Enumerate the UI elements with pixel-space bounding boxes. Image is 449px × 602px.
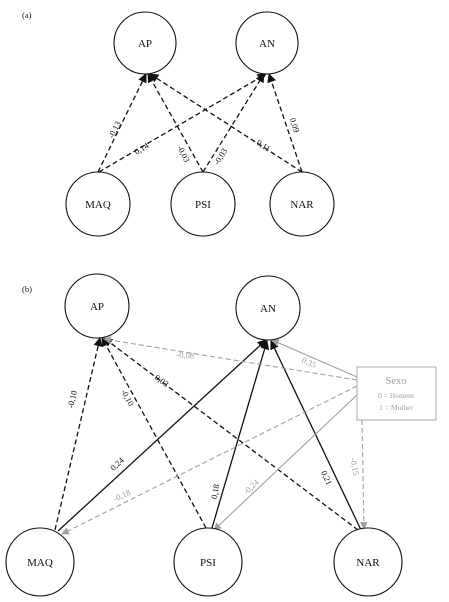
panel-b-node-maq-label: MAQ bbox=[27, 557, 53, 569]
panel-b-node-an-circle bbox=[235, 275, 301, 341]
panel-a-node-ap: AP bbox=[113, 11, 177, 75]
panel-a-node-psi: PSI bbox=[170, 171, 236, 237]
panel-a-path-psi-to-an bbox=[202, 73, 265, 173]
panel-a-path-maq-to-ap bbox=[97, 73, 147, 173]
panel-a-node-nar-label: NAR bbox=[290, 199, 314, 211]
panel-b-coef-sexo-to-nar: -0,15 bbox=[348, 457, 361, 476]
panel-b-node-maq-circle bbox=[5, 527, 75, 597]
panel-a-coef-psi-to-an: -0,03 bbox=[212, 146, 230, 166]
panel-b-coef-psi-to-ap: -0,10 bbox=[119, 387, 136, 407]
sexo-title: Sexo bbox=[386, 376, 407, 387]
sexo-line-mulher: 1 = Mulher bbox=[379, 403, 413, 412]
panel-b-coef-maq-to-an: 0,24 bbox=[108, 455, 126, 473]
panel-a-node-an: AN bbox=[235, 11, 299, 75]
panel-b-node-an: AN bbox=[235, 275, 301, 341]
panel-b-coef-sexo-to-psi: -0,24 bbox=[241, 477, 261, 497]
panel-a: (a) AP AN MAQ PSI NAR bbox=[22, 10, 335, 237]
panel-a-coef-nar-to-an: 0,09 bbox=[288, 116, 302, 133]
panel-b-path-maq-to-an bbox=[57, 339, 267, 532]
panel-a-node-maq: MAQ bbox=[65, 171, 131, 237]
panel-a-coef-psi-to-ap: -0,03 bbox=[175, 143, 192, 163]
panel-a-node-an-circle bbox=[235, 11, 299, 75]
panel-b: (b) AP AN MAQ PSI NAR Sexo 0 = Homem 1 =… bbox=[5, 273, 437, 597]
panel-b-coef-nar-to-an: 0,21 bbox=[319, 469, 334, 487]
panel-b-path-sexo-to-maq bbox=[61, 385, 358, 535]
panel-a-node-ap-label: AP bbox=[138, 38, 152, 50]
panel-b-path-sexo-to-nar bbox=[360, 419, 368, 530]
panel-a-node-nar-circle bbox=[269, 171, 335, 237]
panel-b-node-nar-circle bbox=[333, 527, 403, 597]
coefficient-labels-layer: -0,130,14-0,03-0,030,110,09-0,100,24-0,1… bbox=[65, 116, 361, 503]
panel-a-node-psi-label: PSI bbox=[195, 199, 211, 211]
panel-b-path-maq-to-ap bbox=[54, 337, 103, 531]
panel-b-node-ap: AP bbox=[64, 273, 130, 339]
panel-b-node-nar-label: NAR bbox=[356, 557, 380, 569]
panel-a-node-psi-circle bbox=[170, 171, 236, 237]
panel-b-path-nar-to-ap bbox=[103, 337, 359, 531]
panel-b-coef-sexo-to-an: 0,35 bbox=[300, 355, 318, 370]
panel-b-path-psi-to-ap bbox=[101, 337, 207, 529]
panel-b-node-psi-label: PSI bbox=[200, 557, 216, 569]
panel-b-node-nar: NAR bbox=[333, 527, 403, 597]
panel-b-coef-maq-to-ap: -0,10 bbox=[65, 390, 79, 410]
sexo-box-frame bbox=[356, 366, 437, 421]
panel-b-node-ap-label: AP bbox=[90, 301, 104, 313]
sexo-line-homem: 0 = Homem bbox=[378, 391, 414, 400]
panel-b-node-psi: PSI bbox=[173, 527, 243, 597]
panel-b-node-psi-circle bbox=[173, 527, 243, 597]
panel-b-path-psi-to-an bbox=[211, 340, 270, 529]
panel-a-path-nar-to-an bbox=[267, 73, 303, 173]
panel-b-path-nar-to-an bbox=[270, 340, 362, 531]
panel-a-path-psi-to-ap bbox=[147, 73, 204, 173]
panel-a-label: (a) bbox=[22, 10, 32, 20]
panel-b-node-maq: MAQ bbox=[5, 527, 75, 597]
panel-b-label: (b) bbox=[22, 284, 32, 294]
panel-a-path-nar-to-ap bbox=[149, 73, 303, 173]
panel-b-node-ap-circle bbox=[64, 273, 130, 339]
panel-b-path-sexo-to-psi bbox=[213, 393, 359, 531]
panel-a-node-an-label: AN bbox=[259, 38, 275, 50]
panel-a-node-nar: NAR bbox=[269, 171, 335, 237]
panel-b-coef-sexo-to-maq: -0,18 bbox=[112, 487, 132, 503]
panel-a-coef-nar-to-ap: 0,11 bbox=[255, 137, 273, 153]
panel-b-coef-psi-to-an: 0,18 bbox=[209, 483, 221, 499]
panel-b-path-sexo-to-ap bbox=[103, 336, 358, 381]
panel-a-node-maq-label: MAQ bbox=[85, 199, 111, 211]
panel-b-node-an-label: AN bbox=[260, 303, 276, 315]
sexo-box: Sexo 0 = Homem 1 = Mulher bbox=[356, 366, 437, 421]
panel-a-path-maq-to-an bbox=[98, 73, 267, 173]
panel-a-node-maq-circle bbox=[65, 171, 131, 237]
edges-layer bbox=[54, 73, 368, 535]
panel-a-node-ap-circle bbox=[113, 11, 177, 75]
panel-b-path-sexo-to-an bbox=[271, 339, 358, 378]
panel-b-coef-nar-to-ap: 0,03 bbox=[153, 372, 171, 389]
panel-a-coef-maq-to-ap: -0,13 bbox=[106, 119, 123, 139]
panel-b-coef-sexo-to-ap: -0,08 bbox=[176, 349, 195, 361]
